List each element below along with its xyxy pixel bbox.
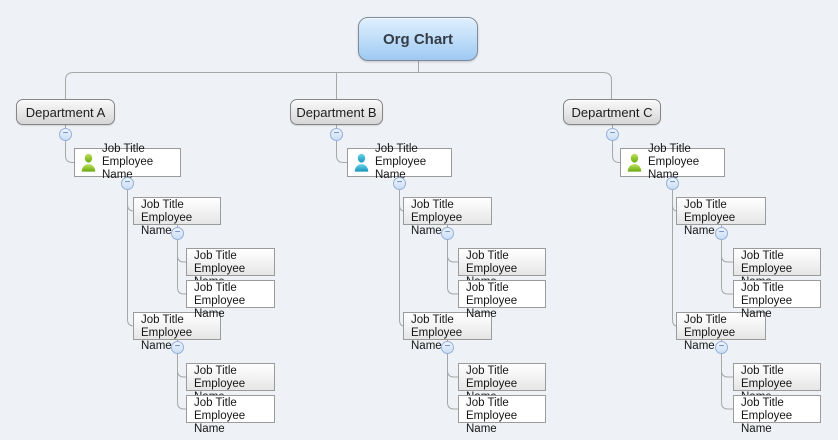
- employee-name-label: Employee Name: [741, 295, 793, 320]
- collapse-button[interactable]: −: [715, 227, 728, 240]
- collapse-button[interactable]: −: [393, 177, 406, 190]
- employee-name-label: Employee Name: [194, 410, 246, 435]
- person-green-icon: [627, 153, 642, 172]
- department-node-c[interactable]: Department C: [563, 99, 661, 125]
- job-title-label: Job Title: [194, 282, 237, 294]
- job-title-label: Job Title: [466, 397, 509, 409]
- employee-name-label: Employee Name: [741, 410, 793, 435]
- job-title-label: Job Title: [741, 397, 784, 409]
- collapse-button[interactable]: −: [441, 227, 454, 240]
- minus-icon: −: [444, 227, 451, 238]
- department-label: Department C: [571, 104, 653, 120]
- employee-name-label: Employee Name: [141, 212, 193, 237]
- employee-node-manager[interactable]: Job Title Employee Name: [347, 143, 452, 181]
- job-title-label: Job Title: [141, 314, 184, 326]
- job-title-label: Job Title: [466, 250, 509, 262]
- employee-node[interactable]: Job Title Employee Name: [676, 197, 766, 237]
- employee-node[interactable]: Job Title Employee Name: [733, 363, 821, 403]
- employee-name-label: Employee Name: [411, 327, 463, 352]
- employee-name-label: Employee Name: [141, 327, 193, 352]
- employee-node[interactable]: Job Title Employee Name: [186, 395, 275, 435]
- person-teal-icon: [354, 153, 369, 172]
- employee-name-label: Employee Name: [375, 156, 427, 181]
- minus-icon: −: [174, 341, 181, 352]
- org-root-node[interactable]: Org Chart: [358, 17, 478, 61]
- job-title-label: Job Title: [741, 282, 784, 294]
- job-title-label: Job Title: [684, 199, 727, 211]
- job-title-label: Job Title: [684, 314, 727, 326]
- job-title-label: Job Title: [194, 250, 237, 262]
- collapse-button[interactable]: −: [330, 128, 343, 141]
- minus-icon: −: [333, 128, 340, 139]
- collapse-button[interactable]: −: [441, 341, 454, 354]
- job-title-label: Job Title: [741, 365, 784, 377]
- minus-icon: −: [396, 177, 403, 188]
- job-title-label: Job Title: [648, 143, 691, 155]
- root-label: Org Chart: [382, 30, 453, 48]
- job-title-label: Job Title: [141, 199, 184, 211]
- employee-name-label: Employee Name: [684, 327, 736, 352]
- employee-name-label: Employee Name: [684, 212, 736, 237]
- employee-node[interactable]: Job Title Employee Name: [186, 280, 275, 320]
- employee-node[interactable]: Job Title Employee Name: [458, 248, 546, 288]
- collapse-button[interactable]: −: [606, 128, 619, 141]
- job-title-label: Job Title: [466, 282, 509, 294]
- employee-node[interactable]: Job Title Employee Name: [733, 248, 821, 288]
- department-node-a[interactable]: Department A: [16, 99, 115, 125]
- employee-name-label: Employee Name: [194, 295, 246, 320]
- employee-node[interactable]: Job Title Employee Name: [458, 363, 546, 403]
- employee-node-manager[interactable]: Job Title Employee Name: [74, 143, 181, 181]
- employee-name-label: Employee Name: [411, 212, 463, 237]
- collapse-button[interactable]: −: [171, 341, 184, 354]
- department-label: Department A: [25, 104, 106, 120]
- employee-node[interactable]: Job Title Employee Name: [676, 312, 766, 352]
- collapse-button[interactable]: −: [121, 177, 134, 190]
- minus-icon: −: [62, 128, 69, 139]
- job-title-label: Job Title: [194, 397, 237, 409]
- employee-name-label: Employee Name: [102, 156, 154, 181]
- employee-node[interactable]: Job Title Employee Name: [403, 312, 492, 352]
- employee-node[interactable]: Job Title Employee Name: [733, 395, 821, 435]
- collapse-button[interactable]: −: [59, 128, 72, 141]
- employee-node-manager[interactable]: Job Title Employee Name: [620, 143, 725, 181]
- department-label: Department B: [296, 104, 377, 120]
- person-green-icon: [81, 153, 96, 172]
- minus-icon: −: [669, 177, 676, 188]
- job-title-label: Job Title: [466, 365, 509, 377]
- employee-name-label: Employee Name: [648, 156, 700, 181]
- employee-node[interactable]: Job Title Employee Name: [458, 395, 546, 435]
- minus-icon: −: [124, 177, 131, 188]
- employee-node[interactable]: Job Title Employee Name: [458, 280, 546, 320]
- employee-node[interactable]: Job Title Employee Name: [186, 248, 275, 288]
- job-title-label: Job Title: [741, 250, 784, 262]
- minus-icon: −: [444, 341, 451, 352]
- collapse-button[interactable]: −: [666, 177, 679, 190]
- employee-node[interactable]: Job Title Employee Name: [186, 363, 275, 403]
- minus-icon: −: [718, 227, 725, 238]
- job-title-label: Job Title: [375, 143, 418, 155]
- job-title-label: Job Title: [102, 143, 145, 155]
- job-title-label: Job Title: [194, 365, 237, 377]
- minus-icon: −: [609, 128, 616, 139]
- employee-node[interactable]: Job Title Employee Name: [403, 197, 492, 237]
- collapse-button[interactable]: −: [715, 341, 728, 354]
- job-title-label: Job Title: [411, 314, 454, 326]
- employee-name-label: Employee Name: [466, 410, 518, 435]
- minus-icon: −: [718, 341, 725, 352]
- employee-node[interactable]: Job Title Employee Name: [133, 312, 221, 352]
- job-title-label: Job Title: [411, 199, 454, 211]
- employee-node[interactable]: Job Title Employee Name: [133, 197, 221, 237]
- collapse-button[interactable]: −: [171, 227, 184, 240]
- minus-icon: −: [174, 227, 181, 238]
- department-node-b[interactable]: Department B: [290, 99, 383, 125]
- employee-node[interactable]: Job Title Employee Name: [733, 280, 821, 320]
- employee-name-label: Employee Name: [466, 295, 518, 320]
